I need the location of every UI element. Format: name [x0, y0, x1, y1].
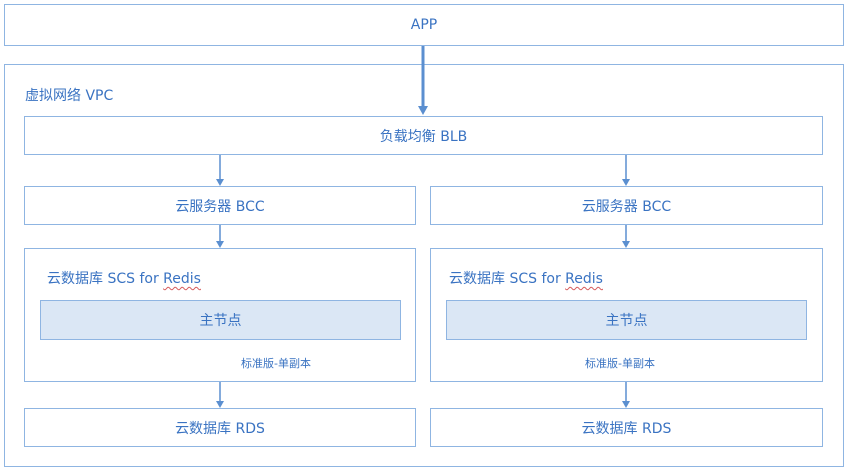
bcc-label-right: 云服务器 BCC	[581, 198, 672, 215]
bcc-box-right: 云服务器 BCC	[430, 186, 823, 225]
scs-label-right: 云数据库 SCS for Redis	[449, 268, 603, 288]
scs-label-redis-left: Redis	[163, 271, 201, 287]
vpc-label: 虚拟网络 VPC	[25, 88, 114, 104]
scs-label-prefix-left: 云数据库 SCS for	[47, 271, 164, 287]
app-box: APP	[4, 4, 844, 46]
app-label: APP	[410, 17, 438, 33]
scs-label-prefix-right: 云数据库 SCS for	[449, 271, 566, 287]
bcc-label-left: 云服务器 BCC	[175, 198, 265, 215]
rds-box-left: 云数据库 RDS	[24, 408, 416, 447]
edition-label-right: 标准版-单副本	[585, 357, 655, 370]
primary-node-left: 主节点	[40, 300, 401, 340]
blb-label: 负载均衡 BLB	[379, 128, 468, 145]
rds-label-right: 云数据库 RDS	[581, 420, 672, 437]
scs-label-left: 云数据库 SCS for Redis	[47, 268, 201, 288]
blb-box: 负载均衡 BLB	[24, 116, 823, 155]
edition-label-left: 标准版-单副本	[241, 357, 311, 370]
rds-box-right: 云数据库 RDS	[430, 408, 823, 447]
scs-label-redis-right: Redis	[565, 271, 603, 287]
primary-node-right: 主节点	[446, 300, 807, 340]
primary-node-label-left: 主节点	[199, 313, 242, 329]
bcc-box-left: 云服务器 BCC	[24, 186, 416, 225]
rds-label-left: 云数据库 RDS	[175, 420, 265, 437]
primary-node-label-right: 主节点	[605, 313, 648, 329]
